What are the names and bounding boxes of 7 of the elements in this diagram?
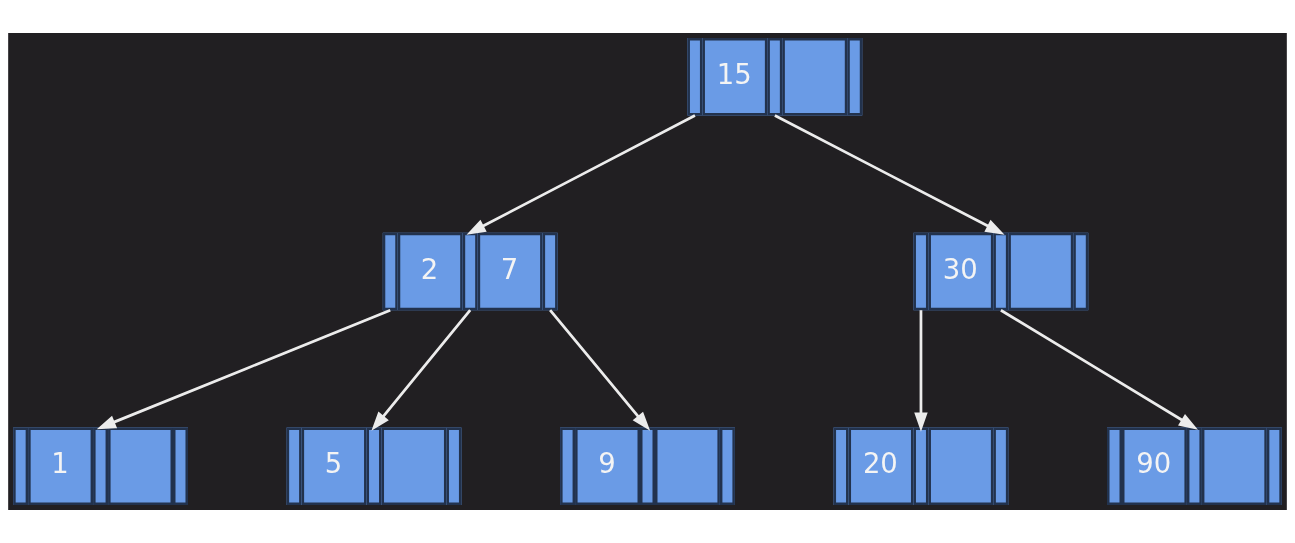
arrow bbox=[1000, 309, 1198, 430]
arrow bbox=[371, 309, 472, 431]
arrow bbox=[549, 309, 651, 431]
arrow bbox=[96, 308, 391, 430]
arrow bbox=[466, 114, 696, 235]
arrow bbox=[914, 310, 928, 432]
arrow bbox=[774, 114, 1005, 235]
